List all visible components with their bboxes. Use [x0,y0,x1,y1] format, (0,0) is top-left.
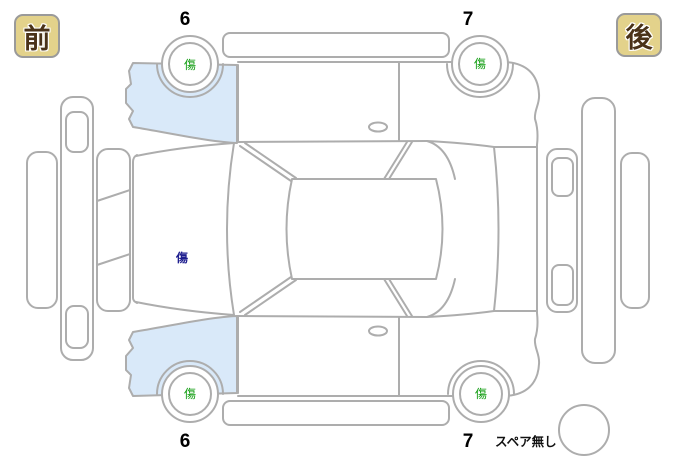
wheel-number-rear-top: 7 [462,9,474,30]
damage-mark-hood: 傷 [175,251,189,265]
car-body-outline [132,61,541,397]
front-face-panel [60,96,94,361]
door-handle-bottom [368,325,388,337]
damage-mark-front-bottom-wheel: 傷 [183,387,197,401]
grille-divider-1 [96,189,131,202]
spare-tire-circle [558,404,610,456]
front-grille-panel [96,148,131,312]
c-pillar-top [426,140,456,180]
grille-divider-2 [96,253,131,266]
rear-bumper-strip [620,152,650,309]
a-pillar-top [239,142,297,182]
wheel-arch-front-top [156,63,224,98]
wheels [161,35,510,423]
shoulder-line-bottom [135,301,235,316]
headlight-bottom [65,305,89,349]
wheel-number-front-top: 6 [179,9,191,30]
rear-bumper-panels [546,97,650,364]
tail-light-bottom [551,264,574,306]
windshield-base [226,142,235,316]
c-pillar-bottom [426,278,456,318]
rear-window-arc [493,146,500,312]
front-direction-label: 前 [14,14,60,58]
roof-outline [285,178,444,280]
front-bumper-strip [26,151,58,309]
wheel-arch-rear-top [446,63,514,98]
wheel-number-rear-bottom: 7 [462,431,474,452]
hood-front-edge [132,154,138,304]
a-pillar-bottom [239,276,297,316]
shoulder-line-top [135,142,235,157]
b-pillar-bottom [383,278,413,317]
tail-light-top [551,157,574,197]
damage-mark-front-top-wheel: 傷 [183,58,197,72]
damage-mark-rear-top-wheel: 傷 [473,57,487,71]
door-handle-top [368,121,388,133]
trunk-edge-bottom [426,310,537,318]
wheel-arch-rear-bottom [447,360,515,395]
side-sill-bottom [222,400,450,426]
damage-mark-rear-bottom-wheel: 傷 [474,387,488,401]
b-pillar-top [383,141,413,180]
trunk-edge-top [426,140,537,148]
front-bumper-panels [26,96,131,361]
rear-face-panel [581,97,616,364]
belt-line-bottom [237,315,428,318]
spare-tire-label: スペア無し [495,435,557,449]
wheel-arch-front-bottom [156,360,224,395]
side-sill-top [222,32,450,58]
rear-direction-label: 後 [616,13,662,57]
belt-line-top [237,140,428,143]
headlight-top [65,111,89,153]
wheel-number-front-bottom: 6 [179,431,191,452]
